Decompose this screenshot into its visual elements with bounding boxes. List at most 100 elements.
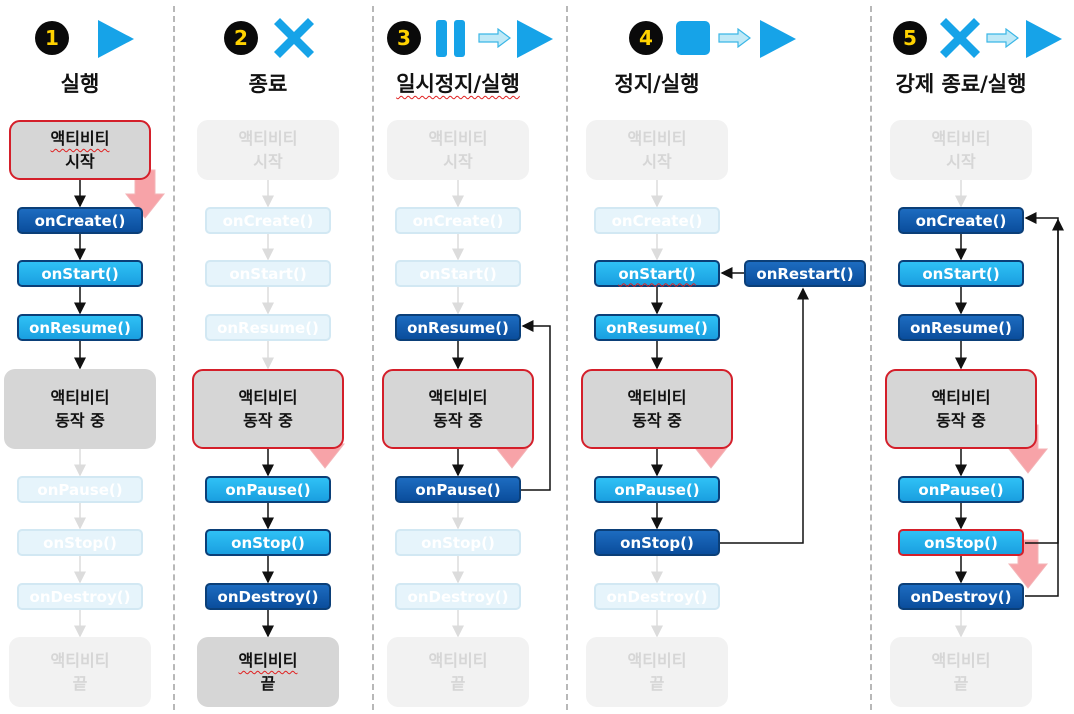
oncreate-label: onCreate() [222, 211, 314, 230]
column-title: 일시정지/실행 [358, 68, 558, 98]
onresume-label: onResume() [910, 318, 1012, 337]
cross-icon [938, 16, 982, 64]
column-title: 종료 [168, 68, 368, 98]
onpause-method-box: onPause() [395, 476, 521, 503]
onstart-label: onStart() [618, 264, 696, 283]
onstop-method-box: onStop() [17, 529, 143, 556]
oncreate-label: onCreate() [34, 211, 126, 230]
onstop-label: onStop() [231, 533, 305, 552]
oncreate-method-box: onCreate() [395, 207, 521, 234]
cross-icon [272, 16, 316, 64]
column-separator [173, 6, 175, 710]
column-separator [372, 6, 374, 710]
ondestroy-label: onDestroy() [29, 587, 131, 606]
onresume-method-box: onResume() [898, 314, 1024, 341]
onstart-method-box: onStart() [205, 260, 331, 287]
onrestart-label: onRestart() [756, 264, 854, 283]
end-label-line1: 액티비티 [238, 651, 298, 670]
column-title-text: 정지/실행 [614, 72, 700, 96]
play-icon-shape [517, 20, 553, 58]
onstart-label: onStart() [922, 264, 1000, 283]
play-icon [98, 20, 134, 58]
play-icon-shape [98, 20, 134, 58]
onstart-method-box: onStart() [395, 260, 521, 287]
start-label-line1: 액티비티 [238, 129, 298, 148]
onstart-label: onStart() [229, 264, 307, 283]
column-separator [870, 6, 872, 710]
onresume-label: onResume() [217, 318, 319, 337]
ondestroy-method-box: onDestroy() [395, 583, 521, 610]
ondestroy-label: onDestroy() [217, 587, 319, 606]
arrow-right-icon [986, 27, 1020, 52]
pause-icon [436, 20, 465, 57]
onpause-method-box: onPause() [594, 476, 720, 503]
restart-arrow [720, 287, 809, 544]
ondestroy-label: onDestroy() [910, 587, 1012, 606]
onstart-label: onStart() [41, 264, 119, 283]
play-icon [1026, 20, 1062, 58]
end-label-line1: 액티비티 [50, 651, 110, 670]
running-label-line1: 액티비티 [238, 388, 298, 407]
play-icon [517, 20, 553, 58]
onstart-method-box: onStart() [17, 260, 143, 287]
onstop-label: onStop() [924, 533, 998, 552]
step-number-badge: 2 [224, 21, 258, 55]
onstop-label: onStop() [421, 533, 495, 552]
running-label-line2: 동작 중 [936, 411, 986, 430]
onstop-method-box: onStop() [205, 529, 331, 556]
onpause-method-box: onPause() [898, 476, 1024, 503]
resume-loop-arrow [521, 320, 551, 491]
step-number-badge: 1 [35, 21, 69, 55]
ondestroy-method-box: onDestroy() [898, 583, 1024, 610]
column-title-text: 실행 [60, 72, 100, 96]
column-title-text: 종료 [248, 72, 288, 96]
start-label-line1: 액티비티 [931, 129, 991, 148]
start-label-line2: 시작 [946, 152, 976, 171]
end-label-line2: 끝 [450, 674, 466, 693]
ondestroy-method-box: onDestroy() [17, 583, 143, 610]
onpause-label: onPause() [37, 480, 123, 499]
arrow-right-icon [478, 27, 512, 52]
onpause-label: onPause() [918, 480, 1004, 499]
oncreate-label: onCreate() [915, 211, 1007, 230]
transition-arrow-icon [124, 169, 166, 219]
step-number-badge: 4 [629, 21, 663, 55]
oncreate-method-box: onCreate() [17, 207, 143, 234]
onpause-label: onPause() [614, 480, 700, 499]
oncreate-label: onCreate() [412, 211, 504, 230]
ondestroy-label: onDestroy() [407, 587, 509, 606]
start-label-line2: 시작 [642, 152, 672, 171]
onresume-method-box: onResume() [17, 314, 143, 341]
ondestroy-method-box: onDestroy() [594, 583, 720, 610]
oncreate-method-box: onCreate() [594, 207, 720, 234]
running-label-line1: 액티비티 [931, 388, 991, 407]
column-title-text: 일시정지/실행 [396, 72, 520, 96]
oncreate-method-box: onCreate() [898, 207, 1024, 234]
ondestroy-label: onDestroy() [606, 587, 708, 606]
running-label-line2: 동작 중 [433, 411, 483, 430]
onstop-method-box: onStop() [395, 529, 521, 556]
ondestroy-method-box: onDestroy() [205, 583, 331, 610]
end-label-line1: 액티비티 [627, 651, 687, 670]
onstart-label: onStart() [419, 264, 497, 283]
onresume-method-box: onResume() [594, 314, 720, 341]
start-label-line2: 시작 [65, 152, 95, 171]
step-number-badge: 5 [893, 21, 927, 55]
onresume-method-box: onResume() [395, 314, 521, 341]
running-label-line2: 동작 중 [55, 411, 105, 430]
column-separator [566, 6, 568, 710]
onresume-label: onResume() [29, 318, 131, 337]
column-title: 강제 종료/실행 [861, 68, 1061, 98]
